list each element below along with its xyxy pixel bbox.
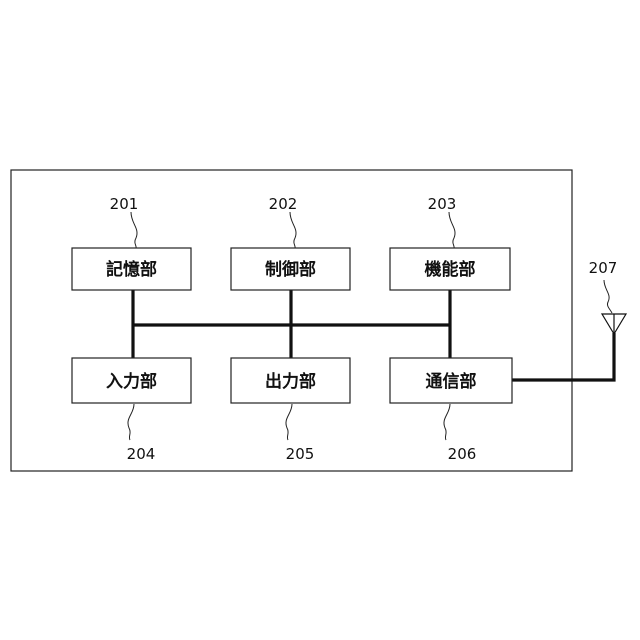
ref-antenna: 207 [589, 259, 618, 277]
block-storage-label: 記憶部 [106, 259, 157, 280]
ref-output: 205 [286, 445, 315, 463]
block-communication: 通信部 [390, 358, 512, 403]
ref-communication: 206 [448, 445, 477, 463]
block-output-label: 出力部 [265, 371, 316, 392]
block-function: 機能部 [390, 248, 510, 290]
block-control: 制御部 [231, 248, 350, 290]
block-communication-label: 通信部 [426, 371, 477, 392]
ref-control: 202 [269, 195, 298, 213]
ref-function: 203 [428, 195, 457, 213]
antenna-icon [602, 314, 626, 334]
block-function-label: 機能部 [425, 259, 476, 280]
ref-input: 204 [127, 445, 156, 463]
ref-storage: 201 [110, 195, 139, 213]
block-output: 出力部 [231, 358, 350, 403]
internal-bus [133, 290, 450, 358]
antenna-feed-line [512, 333, 614, 380]
block-input-label: 入力部 [106, 371, 157, 392]
block-storage: 記憶部 [72, 248, 191, 290]
block-input: 入力部 [72, 358, 191, 403]
block-control-label: 制御部 [265, 259, 316, 280]
